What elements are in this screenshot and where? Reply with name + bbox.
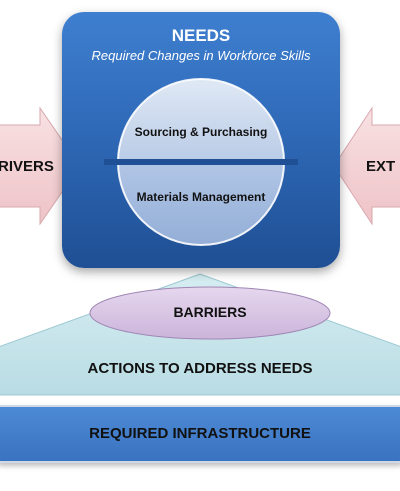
- needs-subtitle: Required Changes in Workforce Skills: [91, 48, 311, 63]
- sourcing-purchasing-label: Sourcing & Purchasing: [134, 125, 268, 139]
- drivers-arrow: [0, 106, 81, 226]
- actions-label: ACTIONS TO ADDRESS NEEDS: [87, 360, 313, 377]
- external-label: EXT: [366, 158, 396, 175]
- circle-divider: [104, 159, 298, 165]
- external-arrow: [333, 106, 400, 226]
- infrastructure-bar: [0, 405, 400, 463]
- barriers-label: BARRIERS: [173, 304, 247, 320]
- infrastructure-label: REQUIRED INFRASTRUCTURE: [89, 425, 311, 442]
- materials-management-label: Materials Management: [136, 190, 266, 204]
- needs-title: NEEDS: [171, 26, 231, 45]
- drivers-label: RIVERS: [0, 158, 54, 175]
- barriers-ellipse: [89, 286, 331, 340]
